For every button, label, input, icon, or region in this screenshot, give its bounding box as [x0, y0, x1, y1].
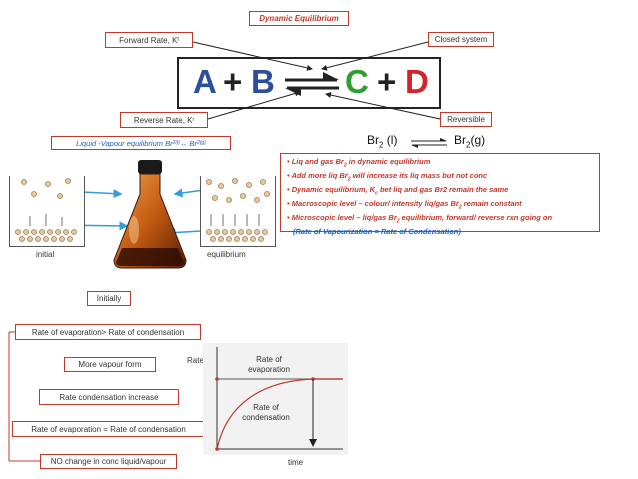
flow-step-initially: Initially [87, 291, 131, 306]
bullet-list-box: • Liq and gas Br2 in dynamic equilibrium… [280, 153, 600, 236]
br2-right-sub: 2 [466, 140, 471, 150]
condensation-curve [216, 378, 343, 450]
equilibrium-beaker [200, 176, 276, 247]
forward-rate-sub: f [177, 37, 179, 43]
species-d: D [405, 63, 429, 100]
reverse-rate-text: Reverse Rate, K [133, 115, 193, 125]
lv-arrow: ↔ Br [179, 138, 197, 148]
br2-left-symbol: Br [367, 133, 379, 147]
br2-right-symbol: Br [454, 133, 466, 147]
bullet-item: • Liq and gas Br2 in dynamic equilibrium [287, 157, 431, 169]
bullet-item: • Macroscopic level – colour/ intensity … [287, 199, 522, 211]
diagram-title: Dynamic Equilibrium [249, 11, 349, 26]
condensation-label-line2: condensation [242, 413, 290, 422]
species-b: B [251, 63, 275, 100]
bullet-note: (Rate of Vapourization = Rate of Condens… [293, 227, 461, 236]
graph-x-label: time [288, 458, 304, 467]
reversible-label: Reversible [440, 112, 492, 127]
rate-vs-time-graph [203, 343, 348, 455]
bullet-item: • Microscopic level – liq/gas Br2 equili… [287, 213, 553, 225]
initial-caption: initial [36, 250, 55, 259]
flow-step-cond-increase: Rate condensation increase [39, 389, 179, 405]
bullet-item: • Dynamic equilibrium, Kc bet liq and ga… [287, 185, 509, 197]
reverse-rate-connector [207, 90, 301, 120]
forward-rate-connector [192, 41, 313, 71]
condensation-label: Rate of condensation [236, 403, 296, 423]
flow-step-evap-equal: Rate of evaporation = Rate of condensati… [12, 421, 205, 437]
flow-step-no-change: NO change in conc liquid/vapour [40, 454, 177, 469]
initial-beaker-particles [15, 178, 77, 242]
br2-equilibrium-arrows-icon [411, 138, 447, 148]
evaporation-label-line2: evaporation [248, 365, 290, 374]
lv-text: Liquid -Vapour equilibrium Br [76, 138, 173, 148]
plus-sign-2: + [377, 63, 397, 100]
lv-sub1: 2(l) [172, 140, 180, 146]
equilibrium-beaker-particles [206, 178, 270, 242]
species-a: A [193, 63, 217, 100]
condensation-label-line1: Rate of [253, 403, 279, 412]
br2-left: Br2 (l) [367, 133, 397, 149]
lv-sub2: 2(g) [196, 140, 206, 146]
bullet-item: • Add more liq Br2 will increase its liq… [287, 171, 488, 183]
graph-y-label: Rate [187, 356, 204, 365]
initial-beaker [9, 176, 85, 247]
reverse-rate-sub: r [192, 117, 195, 123]
closed-system-connector [321, 41, 429, 71]
blue-arrow-3 [173, 188, 205, 198]
br2-right: Br2(g) [454, 133, 485, 149]
species-c: C [345, 63, 369, 100]
evaporation-label: Rate of evaporation [239, 355, 299, 375]
br2-left-state: (l) [383, 133, 398, 147]
reaction-equation-box: A + B C + D [177, 57, 441, 109]
forward-rate-text: Forward Rate, K [119, 35, 178, 45]
equilibrium-caption: equilibrium [207, 250, 246, 259]
br2-right-state: (g) [470, 133, 486, 147]
plus-sign-1: + [223, 63, 243, 100]
closed-system-label: Closed system [428, 32, 494, 47]
br2-left-sub: 2 [379, 140, 384, 150]
flow-step-more-vapour: More vapour form [64, 357, 156, 372]
bromine-flask-image [113, 160, 187, 269]
reversible-connector [325, 92, 441, 120]
evaporation-label-line1: Rate of [256, 355, 282, 364]
flow-step-evap-greater: Rate of evaporation> Rate of condensatio… [15, 324, 201, 340]
